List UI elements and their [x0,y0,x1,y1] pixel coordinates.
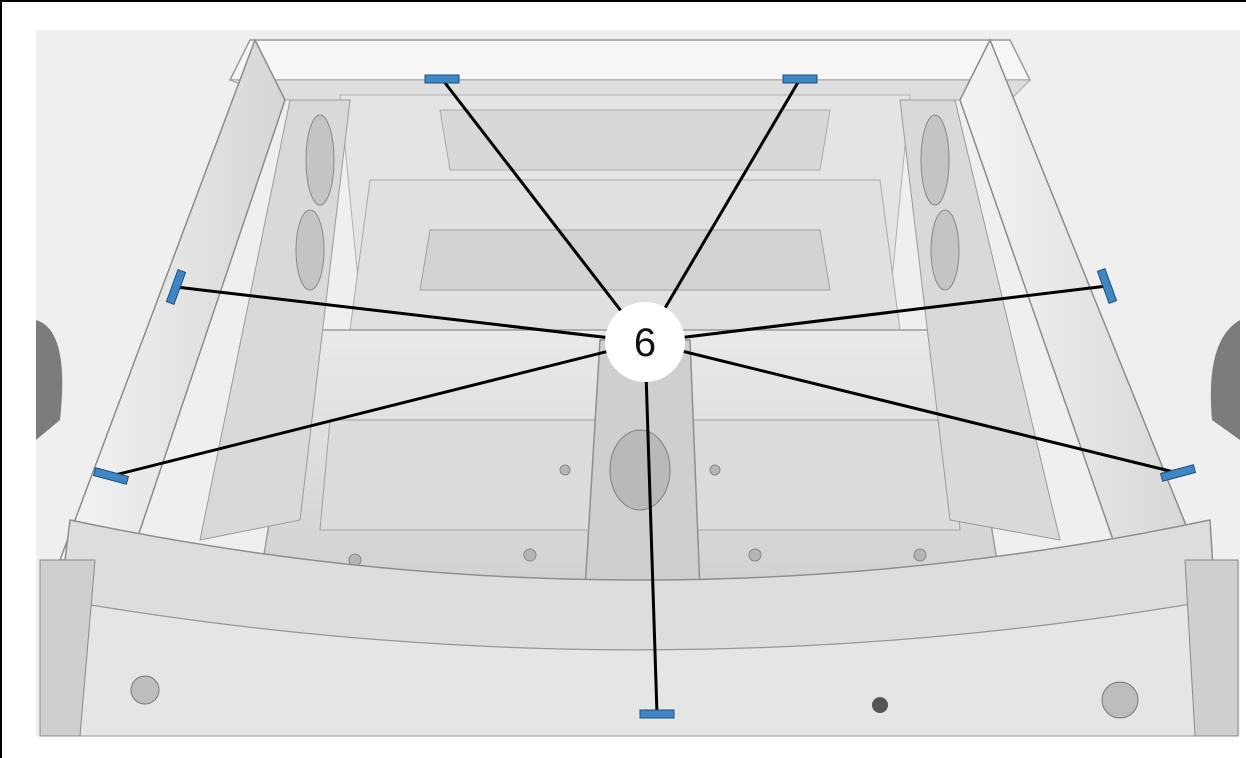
seal-markers [92,74,1197,719]
leader-lines [110,78,1179,715]
leader-line-7 [643,341,659,715]
leader-line-1 [440,78,647,343]
body-shell [36,30,1240,737]
callout-6: 6 [605,302,685,382]
marker-bottom [639,709,675,719]
marker-right-upper [1096,268,1118,304]
leader-line-6 [644,340,1179,475]
marker-left-upper [165,269,187,305]
marker-left-lower [92,467,130,485]
leader-line-4 [644,284,1108,344]
callout-label: 6 [634,321,656,365]
leader-line-3 [175,285,646,344]
leader-line-5 [110,340,646,478]
marker-top-right [782,74,818,84]
marker-right-lower [1159,464,1197,482]
leader-line-2 [643,78,802,343]
marker-top-left [424,74,460,84]
